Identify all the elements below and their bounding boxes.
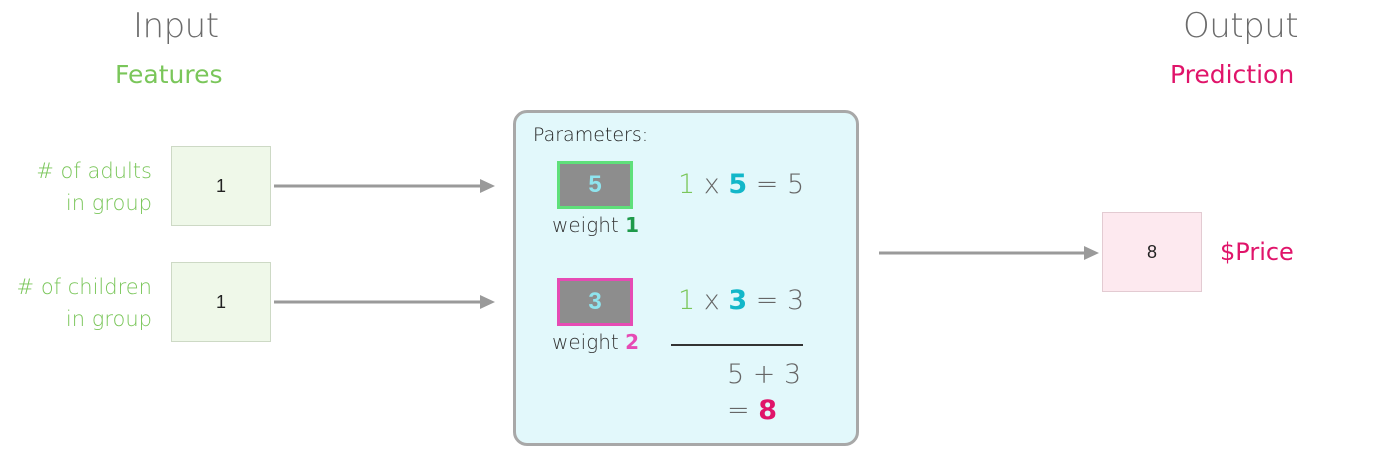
weight-1-label: weight xyxy=(552,213,619,237)
sum-equals: = xyxy=(727,395,750,426)
equation-1-input: 1 xyxy=(678,169,696,200)
weight-1-value: 5 xyxy=(588,171,602,198)
feature-adults-label-line1: # of adults xyxy=(36,159,152,183)
weight-2-label: weight xyxy=(552,330,619,354)
equation-2-times: x xyxy=(703,285,720,316)
feature-adults-input: 1 xyxy=(171,146,271,226)
feature-adults-value: 1 xyxy=(215,175,226,196)
equation-1-weight: 5 xyxy=(728,169,748,200)
feature-children-value: 1 xyxy=(215,291,226,312)
weight-2-value: 3 xyxy=(588,288,602,315)
prediction-subtitle: Prediction xyxy=(1170,60,1295,89)
weight-2-caption: weight 2 xyxy=(552,330,639,354)
arrow-feature-1 xyxy=(274,179,495,193)
output-title: Output xyxy=(1183,6,1299,46)
feature-children-label-line2: in group xyxy=(65,307,152,331)
equation-1-equals: = xyxy=(755,169,779,200)
equation-2: 1 x 3 = 3 xyxy=(678,285,804,316)
price-label: $Price xyxy=(1220,238,1294,266)
weight-1-index: 1 xyxy=(625,213,640,237)
prediction-output: 8 xyxy=(1102,212,1202,292)
feature-adults-label-line2: in group xyxy=(65,191,152,215)
input-title: Input xyxy=(133,6,219,46)
sum-result: 8 xyxy=(758,395,778,426)
feature-children-label: # of children in group xyxy=(0,271,152,335)
sum-divider xyxy=(671,344,803,346)
equation-1-result: 5 xyxy=(786,169,805,200)
equation-2-result: 3 xyxy=(786,285,805,316)
equation-2-weight: 3 xyxy=(728,285,748,316)
features-subtitle: Features xyxy=(115,60,223,89)
equation-1-times: x xyxy=(703,169,720,200)
weight-1-box: 5 xyxy=(557,161,633,209)
arrow-to-prediction xyxy=(879,246,1099,260)
feature-children-input: 1 xyxy=(171,262,271,342)
prediction-value: 8 xyxy=(1146,241,1157,262)
feature-children-label-line1: # of children xyxy=(16,275,152,299)
weight-2-index: 2 xyxy=(625,330,640,354)
equation-2-equals: = xyxy=(755,285,779,316)
feature-adults-label: # of adults in group xyxy=(0,155,152,219)
equation-1: 1 x 5 = 5 xyxy=(678,169,804,200)
sum-total: = 8 xyxy=(727,395,777,426)
parameters-title: Parameters: xyxy=(533,124,649,146)
arrow-feature-2 xyxy=(274,295,495,309)
sum-line: 5 + 3 xyxy=(727,359,802,390)
equation-2-input: 1 xyxy=(678,285,696,316)
weight-1-caption: weight 1 xyxy=(552,213,639,237)
weight-2-box: 3 xyxy=(557,278,633,326)
